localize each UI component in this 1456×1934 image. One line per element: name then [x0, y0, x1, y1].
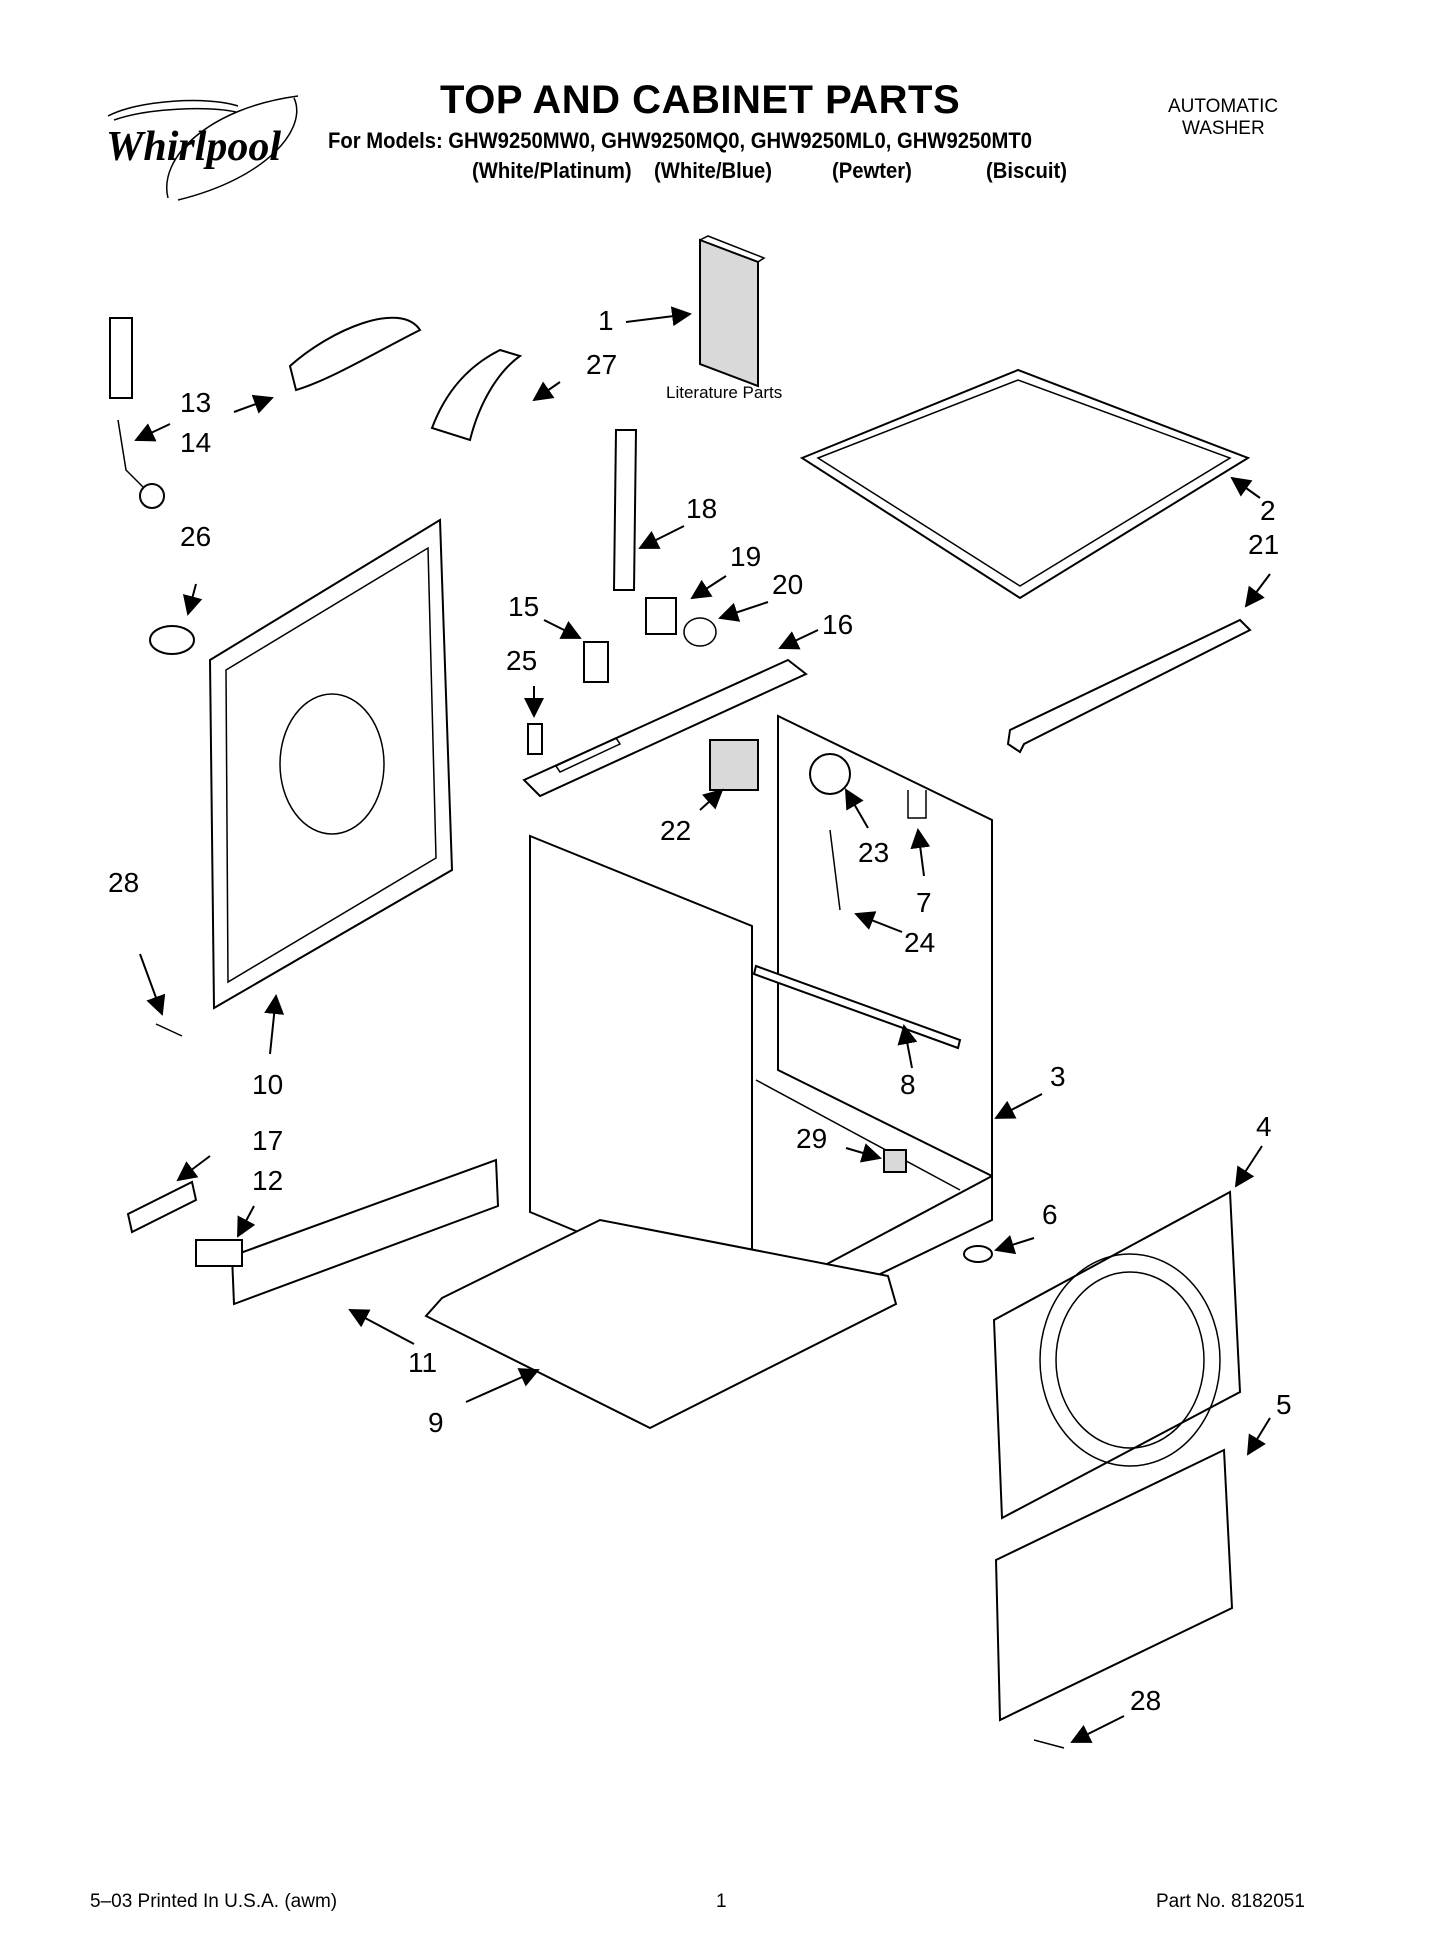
top-gasket — [799, 368, 1251, 600]
callout-28-front: 28 — [1130, 1685, 1161, 1716]
front-panel — [992, 1190, 1242, 1520]
variant-biscuit: (Biscuit) — [986, 158, 1067, 183]
power-cord — [288, 316, 422, 392]
literature-booklet — [699, 235, 766, 388]
callout-8: 8 — [900, 1069, 916, 1100]
callout-9: 9 — [428, 1407, 444, 1438]
callout-4: 4 — [1256, 1111, 1272, 1142]
pressure-switch — [809, 753, 851, 795]
product-type-line-2: WASHER — [1182, 118, 1265, 139]
whirlpool-logo: Whirlpool — [98, 88, 328, 213]
page-title: TOP AND CABINET PARTS — [440, 78, 961, 122]
callout-15: 15 — [508, 591, 539, 622]
callout-19: 19 — [730, 541, 761, 572]
u-clip — [907, 790, 927, 819]
clip-bracket — [583, 641, 609, 683]
callout-11: 11 — [408, 1347, 437, 1378]
door-switch — [709, 739, 759, 791]
callout-10: 10 — [252, 1069, 283, 1100]
grommet — [149, 625, 195, 655]
product-type-line-1: AUTOMATIC — [1168, 96, 1279, 117]
callout-7: 7 — [916, 887, 932, 918]
inlet-valve — [195, 1239, 243, 1267]
callout-28-rear: 28 — [108, 867, 139, 898]
hose-bracket — [126, 1180, 198, 1234]
screw-top — [527, 723, 543, 755]
fill-hose — [612, 429, 638, 591]
callout-2: 2 — [1260, 495, 1276, 526]
callout-16: 16 — [822, 609, 853, 640]
callout-26: 26 — [180, 521, 211, 552]
drawer-panel — [994, 1448, 1234, 1722]
base-pan — [424, 1218, 898, 1430]
control-panel-strip — [522, 658, 808, 798]
models-line: For Models:GHW9250MW0, GHW9250MQ0, GHW92… — [328, 128, 1032, 154]
variant-white-blue: (White/Blue) — [654, 158, 773, 183]
svg-text:Whirlpool: Whirlpool — [106, 124, 281, 170]
callout-29: 29 — [796, 1123, 827, 1154]
footer-part-number: Part No. 8182051 — [1156, 1891, 1305, 1912]
toe-rail — [230, 1158, 500, 1306]
footer-print-info: 5–03 Printed In U.S.A. (awm) — [90, 1891, 338, 1912]
callout-5: 5 — [1276, 1389, 1292, 1420]
models-prefix: For Models: — [328, 128, 443, 153]
callout-14: 14 — [180, 427, 211, 458]
leveling-foot — [963, 1245, 993, 1263]
clamp — [683, 617, 717, 647]
callout-25: 25 — [506, 645, 537, 676]
callout-12: 12 — [252, 1165, 283, 1196]
callout-22: 22 — [660, 815, 691, 846]
callout-6: 6 — [1042, 1199, 1058, 1230]
callout-23: 23 — [858, 837, 889, 868]
literature-label: Literature Parts — [666, 383, 782, 402]
cabinet — [529, 714, 993, 1334]
callout-18: 18 — [686, 493, 717, 524]
callout-17: 17 — [252, 1125, 283, 1156]
footer-page-number: 1 — [716, 1891, 727, 1912]
rear-panel — [208, 518, 454, 1010]
variant-white-platinum: (White/Platinum) — [472, 158, 632, 183]
inlet-hose-fitting — [109, 317, 133, 399]
models-list: GHW9250MW0, GHW9250MQ0, GHW9250ML0, GHW9… — [448, 128, 1032, 153]
callout-1: 1 — [598, 305, 614, 336]
callout-3: 3 — [1050, 1061, 1066, 1092]
callout-21: 21 — [1248, 529, 1279, 560]
top-bracket — [1006, 618, 1252, 754]
valve — [645, 597, 677, 635]
callout-20: 20 — [772, 569, 803, 600]
callout-13: 13 — [180, 387, 211, 418]
sensor-clip — [883, 1149, 907, 1173]
callout-27: 27 — [586, 349, 617, 380]
callout-24: 24 — [904, 927, 935, 958]
hose-hanger — [430, 348, 523, 442]
pressure-tube — [829, 829, 841, 911]
variant-pewter: (Pewter) — [832, 158, 912, 183]
